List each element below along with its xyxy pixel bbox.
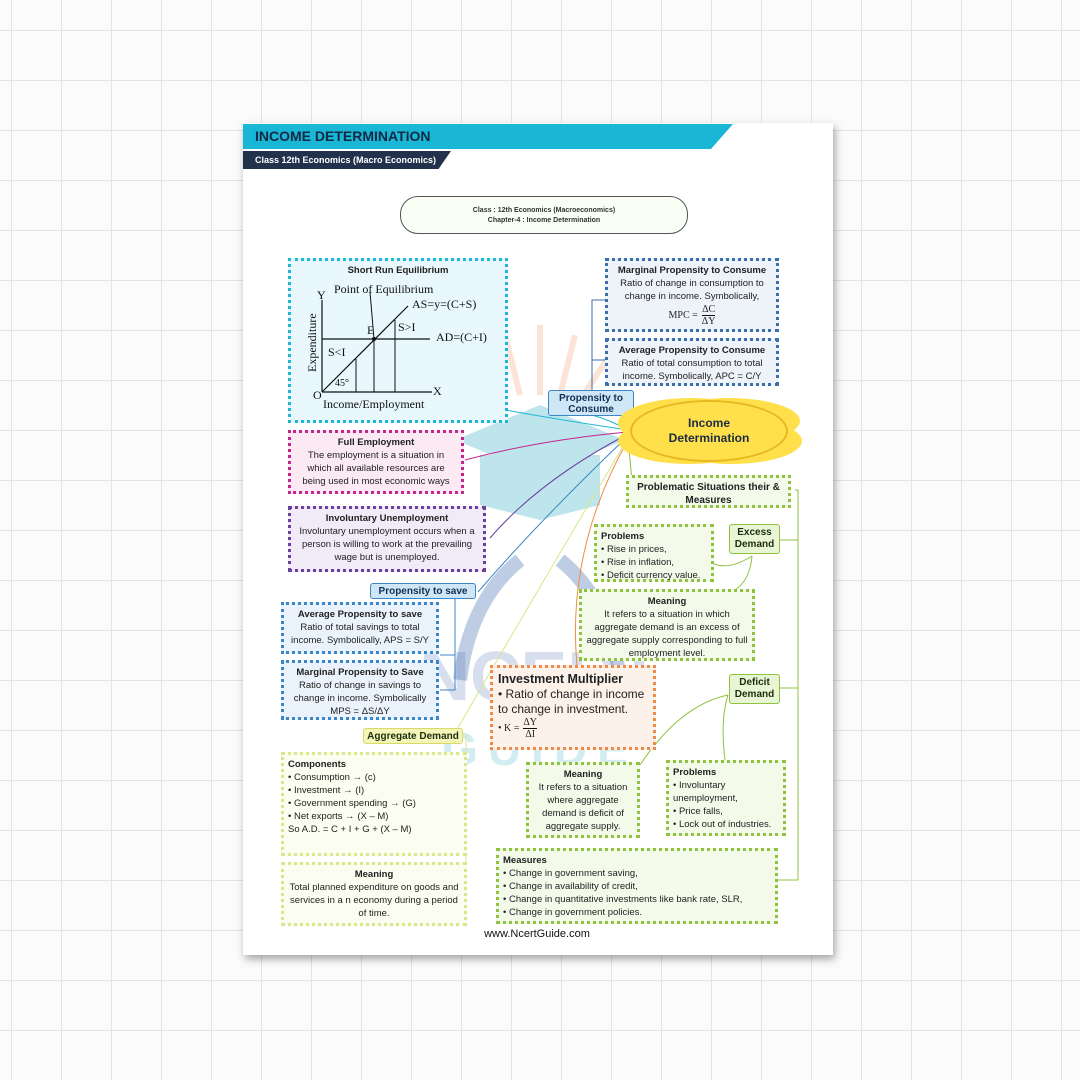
multiplier-formula-lhs: • K = — [498, 723, 520, 734]
chapter-pill: Class : 12th Economics (Macroeconomics) … — [400, 196, 688, 234]
deficit-meaning-box: Meaning It refers to a situation where a… — [526, 762, 640, 838]
multiplier-numerator: ΔY — [523, 717, 538, 729]
excess-meaning-box: Meaning It refers to a situation in whic… — [579, 589, 755, 661]
excess-meaning-title: Meaning — [647, 596, 687, 607]
aggregate-demand-label: Aggregate Demand — [367, 731, 459, 742]
mps-title: Marginal Propensity to Save — [296, 667, 424, 678]
multiplier-title: Investment Multiplier — [498, 672, 624, 686]
deficit-problem-1: • Involuntary unemployment, — [673, 780, 738, 804]
ad-component-1: • Consumption → (c) — [288, 772, 376, 783]
excess-problem-2: • Rise in inflation, — [601, 557, 675, 568]
mps-box: Marginal Propensity to Save Ratio of cha… — [281, 660, 439, 720]
excess-problems-box: Problems • Rise in prices, • Rise in inf… — [594, 524, 714, 582]
page-title: INCOME DETERMINATION — [255, 128, 431, 144]
full-employment-text: The employment is a situation in which a… — [302, 450, 450, 487]
excess-demand-tag: Excess Demand — [729, 524, 780, 554]
ad-component-3: • Government spending → (G) — [288, 798, 416, 809]
ad-meaning-text: Total planned expenditure on goods and s… — [289, 882, 459, 919]
excess-meaning-text: It refers to a situation in which aggreg… — [586, 609, 748, 659]
ad-component-formula: So A.D. = C + I + G + (X – M) — [288, 824, 412, 835]
deficit-problem-3: • Lock out of industries. — [673, 819, 772, 830]
propensity-to-consume-label: Propensity to Consume — [559, 393, 623, 415]
deficit-demand-label: Deficit Demand — [734, 677, 775, 700]
aps-text: Ratio of total savings to total income. … — [291, 622, 429, 646]
involuntary-text: Involuntary unemployment occurs when a p… — [299, 526, 475, 563]
footer-url[interactable]: www.NcertGuide.com — [484, 928, 590, 940]
measures-title: Measures — [503, 855, 547, 866]
investment-multiplier-box: Investment Multiplier • Ratio of change … — [490, 665, 656, 750]
page-title-banner: INCOME DETERMINATION — [243, 124, 733, 149]
apc-box: Average Propensity to Consume Ratio of t… — [605, 338, 779, 386]
chapter-class: Class : 12th Economics (Macroeconomics) — [472, 207, 616, 214]
mpc-formula-lhs: MPC = — [668, 310, 698, 321]
mpc-text: Ratio of change in consumption to change… — [620, 278, 764, 302]
income-determination-node: Income Determination — [630, 400, 788, 462]
short-run-title: Short Run Equilibrium — [347, 265, 449, 276]
measure-3: • Change in quantitative investments lik… — [503, 894, 743, 905]
ad-component-2: • Investment → (I) — [288, 785, 365, 796]
measure-1: • Change in government saving, — [503, 868, 638, 879]
mpc-denominator: ΔY — [701, 316, 716, 327]
problematic-situations-label: Problematic Situations their & Measures — [637, 482, 780, 506]
aps-box: Average Propensity to save Ratio of tota… — [281, 602, 439, 654]
deficit-problems-box: Problems • Involuntary unemployment, • P… — [666, 760, 786, 836]
central-node-line2: Determination — [668, 431, 750, 445]
deficit-meaning-text: It refers to a situation where aggregate… — [538, 782, 628, 832]
involuntary-unemployment-box: Involuntary Unemployment Involuntary une… — [288, 506, 486, 572]
ad-component-4: • Net exports → (X – M) — [288, 811, 389, 822]
multiplier-text: • Ratio of change in income to change in… — [498, 687, 645, 716]
apc-text: Ratio of total consumption to total inco… — [621, 358, 763, 382]
page-subtitle: Class 12th Economics (Macro Economics) — [255, 155, 437, 165]
problematic-situations-box: Problematic Situations their & Measures — [626, 475, 791, 508]
multiplier-formula: • K = ΔY ΔI — [498, 717, 648, 740]
aggregate-demand-tag: Aggregate Demand — [363, 728, 463, 744]
excess-problem-3: • Deficit currency value. — [601, 570, 701, 581]
multiplier-fraction: ΔY ΔI — [523, 717, 538, 740]
propensity-to-save-tag: Propensity to save — [370, 583, 476, 599]
mpc-numerator: ΔC — [701, 304, 716, 316]
aps-title: Average Propensity to save — [297, 609, 423, 620]
excess-problem-1: • Rise in prices, — [601, 544, 667, 555]
mpc-formula: MPC = ΔC ΔY — [612, 304, 772, 327]
propensity-to-save-label: Propensity to save — [378, 586, 468, 597]
subtitle-banner: Class 12th Economics (Macro Economics) — [243, 151, 451, 169]
deficit-problems-title: Problems — [673, 767, 717, 778]
full-employment-box: Full Employment The employment is a situ… — [288, 430, 464, 494]
excess-demand-label: Excess Demand — [734, 527, 775, 550]
measure-2: • Change in availability of credit, — [503, 881, 638, 892]
short-run-equilibrium-box: Short Run Equilibrium — [288, 258, 508, 423]
mpc-fraction: ΔC ΔY — [701, 304, 716, 327]
involuntary-title: Involuntary Unemployment — [325, 513, 449, 524]
measure-4: • Change in government policies. — [503, 907, 643, 918]
watermark-logo — [453, 325, 627, 681]
mpc-box: Marginal Propensity to Consume Ratio of … — [605, 258, 779, 332]
ad-components-box: Components • Consumption → (c) • Investm… — [281, 752, 467, 856]
full-employment-title: Full Employment — [337, 437, 415, 448]
deficit-demand-tag: Deficit Demand — [729, 674, 780, 704]
propensity-to-consume-tag: Propensity to Consume — [548, 390, 634, 416]
mpc-title: Marginal Propensity to Consume — [617, 265, 767, 276]
multiplier-denominator: ΔI — [525, 729, 536, 740]
deficit-problem-2: • Price falls, — [673, 806, 723, 817]
measures-box: Measures • Change in government saving, … — [496, 848, 778, 924]
central-node-line1: Income — [687, 416, 730, 430]
apc-title: Average Propensity to Consume — [618, 345, 766, 356]
ad-meaning-title: Meaning — [354, 869, 394, 880]
ad-meaning-box: Meaning Total planned expenditure on goo… — [281, 862, 467, 926]
mps-text: Ratio of change in savings to change in … — [293, 680, 427, 717]
deficit-meaning-title: Meaning — [563, 769, 603, 780]
chapter-name: Chapter-4 : Income Determination — [487, 217, 601, 224]
ad-components-title: Components — [288, 759, 347, 770]
excess-problems-title: Problems — [601, 531, 645, 542]
